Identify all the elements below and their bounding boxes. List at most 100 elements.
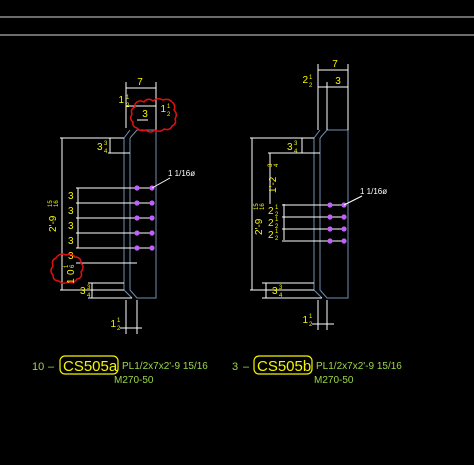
overall-den: 16 <box>260 203 266 210</box>
bottom-den: 2 <box>117 326 121 332</box>
bottom-num: 1 <box>117 318 121 324</box>
bolt-hole-icon <box>341 214 347 220</box>
bottom-den: 2 <box>309 322 313 328</box>
plate-outline <box>319 129 349 299</box>
bottom-dim: 1 <box>302 315 308 326</box>
bolt-spacing: 2 <box>268 230 274 241</box>
upper-num: 3 <box>268 163 274 167</box>
bolt-hole-icon <box>341 226 347 232</box>
dim-top-left-den: 2 <box>126 103 130 109</box>
bolt-hole-icon <box>327 202 333 208</box>
plate-chamfer <box>313 129 321 139</box>
bolt-hole-icon <box>149 215 155 221</box>
bolt-hole-icon <box>149 245 155 251</box>
piece-desc: PL1/2x7x2'-9 15/16 <box>122 361 208 372</box>
bottom-cloud-den: 6 <box>70 264 76 268</box>
bolt-hole-icon <box>327 238 333 244</box>
dim-top-left: 2 <box>302 75 308 86</box>
chamfer-den: 4 <box>104 149 108 155</box>
dim-top-left-num: 1 <box>126 95 130 101</box>
dim-top-left: 1 <box>118 95 124 106</box>
piece-label-cs505b[interactable]: 3 – CS505b PL1/2x7x2'-9 15/16 M270-50 <box>232 355 402 386</box>
bolt-spacing-num: 1 <box>275 205 279 211</box>
overall-height: 2'-9 <box>254 218 265 235</box>
chamfer-dim: 3 <box>97 142 103 153</box>
bolt-hole-icon <box>134 200 140 206</box>
plate-chamfer <box>123 289 133 299</box>
bottom-num: 1 <box>309 314 313 320</box>
bolt-spacing: 3 <box>68 251 74 262</box>
overall-height: 2'-9 <box>48 215 59 232</box>
overall-num: 15 <box>48 200 54 207</box>
leader-line <box>151 177 171 189</box>
dash: – <box>48 361 55 373</box>
bottom-chamfer: 3 <box>272 286 278 297</box>
bolt-spacing-num: 1 <box>275 229 279 235</box>
bolt-hole-icon <box>341 238 347 244</box>
dim-top-inner: 3 <box>335 76 341 87</box>
mark-box <box>253 355 313 375</box>
dim-top-inner: 3 <box>142 109 148 120</box>
bolt-spacing: 3 <box>68 236 74 247</box>
bolt-spacing: 3 <box>68 221 74 232</box>
upper-dim: 1'-2 <box>268 176 279 193</box>
overall-den: 16 <box>54 200 60 207</box>
chamfer-den: 4 <box>294 149 298 155</box>
dash: – <box>243 361 250 373</box>
bottom-chamfer-num: 3 <box>87 285 91 291</box>
piece-mark[interactable]: CS505a <box>63 358 118 375</box>
dim-top-left-den: 2 <box>309 83 313 89</box>
cloud-dim: 1 <box>160 104 166 115</box>
bolt-spacing-num: 1 <box>275 217 279 223</box>
bottom-chamfer-num: 3 <box>279 285 283 291</box>
hole-label: 1 1/16ø <box>168 169 195 178</box>
bottom-cloud-dim: 1 <box>66 278 77 284</box>
bolt-hole-icon <box>134 215 140 221</box>
cloud-dim-den: 2 <box>167 112 171 118</box>
plate-chamfer <box>123 129 131 139</box>
mark-box <box>59 355 119 375</box>
bolt-spacing: 2 <box>268 206 274 217</box>
bolt-hole-icon <box>149 230 155 236</box>
dim-top-width: 7 <box>332 59 338 70</box>
leader-line <box>343 195 363 206</box>
plate-outline <box>129 129 157 299</box>
bolt-hole-icon <box>149 200 155 206</box>
piece-grade: M270-50 <box>114 375 154 386</box>
bottom-cloud-num: 1 <box>64 264 70 268</box>
hole-label: 1 1/16ø <box>360 187 387 196</box>
bottom-chamfer: 3 <box>80 286 86 297</box>
bolt-hole-icon <box>134 185 140 191</box>
qty: 10 <box>32 361 44 373</box>
bolt-hole-icon <box>134 245 140 251</box>
bolt-hole-icon <box>327 226 333 232</box>
bottom-cloud-dim-zero: 0 <box>66 269 77 275</box>
qty: 3 <box>232 361 238 373</box>
bottom-chamfer-den: 4 <box>87 293 91 299</box>
piece-label-cs505a[interactable]: 10 – CS505a PL1/2x7x2'-9 15/16 M270-50 <box>32 355 208 386</box>
piece-desc: PL1/2x7x2'-9 15/16 <box>316 361 402 372</box>
chamfer-num: 3 <box>104 141 108 147</box>
revision-cloud[interactable] <box>129 97 178 133</box>
upper-den: 4 <box>274 163 280 167</box>
bolt-spacing-den: 2 <box>275 224 279 230</box>
overall-num: 15 <box>254 203 260 210</box>
chamfer-num: 3 <box>294 141 298 147</box>
piece-grade: M270-50 <box>314 375 354 386</box>
piece-mark[interactable]: CS505b <box>257 358 311 375</box>
dim-top-left-num: 1 <box>309 75 313 81</box>
bottom-dim: 1 <box>110 319 116 330</box>
bolt-spacing: 2 <box>268 218 274 229</box>
dim-top-width: 7 <box>137 77 143 88</box>
plate-chamfer <box>313 289 323 299</box>
revision-cloud[interactable] <box>50 253 84 285</box>
bolt-spacing: 3 <box>68 191 74 202</box>
bolt-spacing-den: 2 <box>275 212 279 218</box>
bolt-spacing-den: 2 <box>275 236 279 242</box>
cloud-dim-num: 1 <box>167 104 171 110</box>
bolt-hole-icon <box>327 214 333 220</box>
bolt-spacing: 3 <box>68 206 74 217</box>
